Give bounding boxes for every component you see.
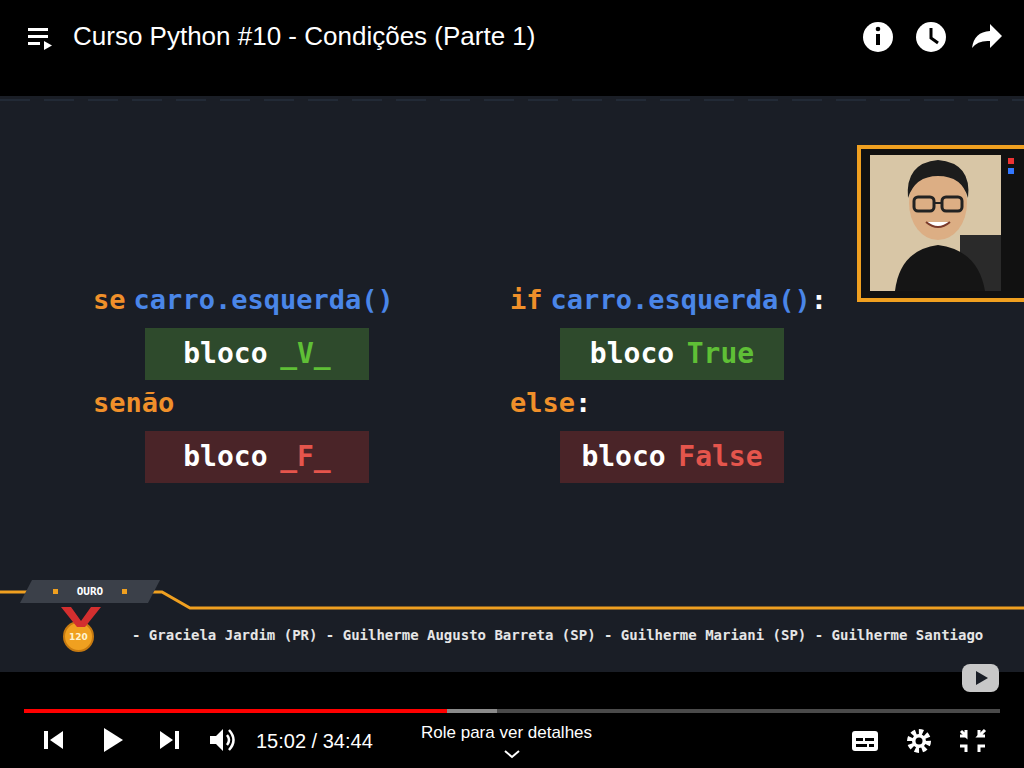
code-line: se carro.esquerda() [93, 286, 394, 313]
true-block: bloco _V_ [145, 328, 369, 380]
colon: : [811, 286, 827, 313]
function-call: carro.esquerda() [551, 286, 811, 313]
false-block: bloco False [560, 431, 784, 483]
block-value: True [687, 340, 754, 368]
keyword: senão [93, 389, 174, 416]
medal: 120 [63, 621, 94, 652]
rank-badge: OURO [20, 580, 160, 603]
code-line: else: [510, 389, 591, 416]
keyword: if [510, 286, 543, 313]
colon: : [575, 389, 591, 416]
block-word: bloco [581, 443, 665, 471]
keyword: else [510, 389, 575, 416]
false-block: bloco _F_ [145, 431, 369, 483]
true-block: bloco True [560, 328, 784, 380]
block-word: bloco [183, 443, 267, 471]
block-word: bloco [590, 340, 674, 368]
block-value: False [678, 443, 762, 471]
block-word: bloco [183, 340, 267, 368]
time-display: 15:02 / 34:44 [256, 729, 373, 753]
supporter-ticker: - Graciela Jardim (PR) - Guilherme Augus… [132, 627, 983, 644]
block-value: _V_ [280, 340, 331, 368]
code-line: senão [93, 389, 174, 416]
function-call: carro.esquerda() [134, 286, 394, 313]
medal-ribbon [61, 607, 101, 627]
block-word: OURO [77, 585, 104, 598]
keyword: se [93, 286, 126, 313]
scroll-hint: Role para ver detalhes [421, 723, 592, 743]
video-title: Curso Python #10 - Condições (Parte 1) [73, 20, 535, 52]
code-line: if carro.esquerda(): [510, 286, 827, 313]
block-word: 120 [69, 632, 88, 642]
block-value: _F_ [280, 443, 331, 471]
